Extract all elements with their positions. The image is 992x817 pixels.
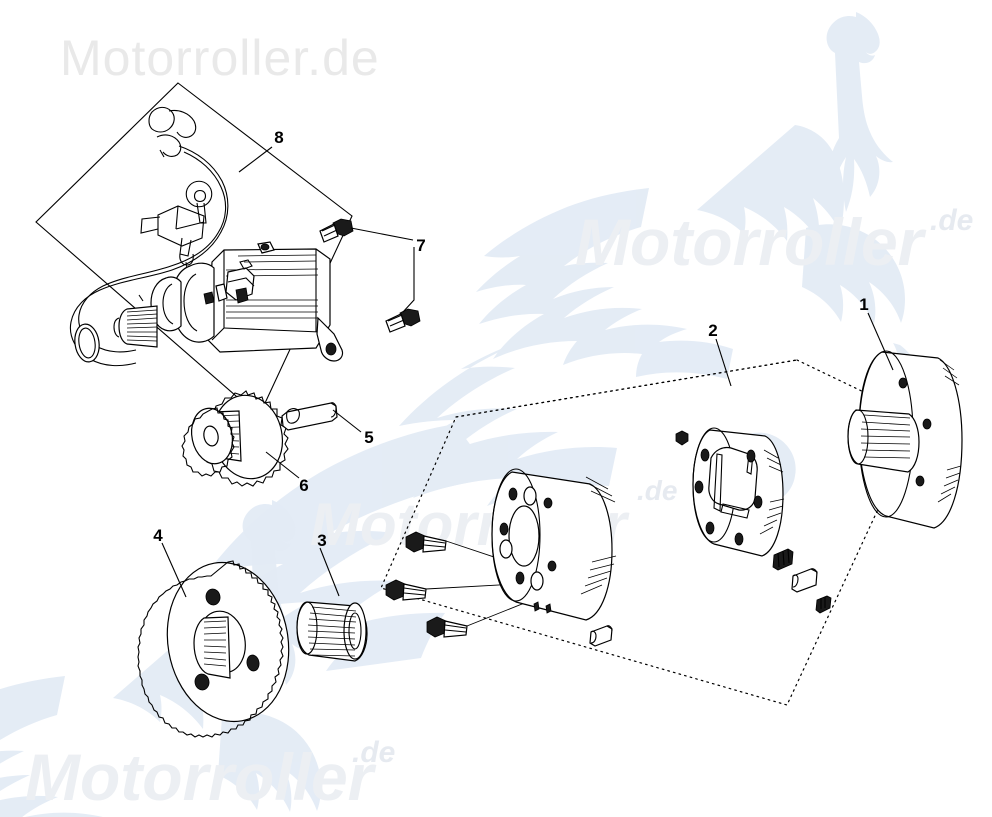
callout-3: 3	[317, 531, 326, 550]
watermark-top-left: Motorroller.de	[60, 30, 380, 86]
starter-clutch-group-frame	[380, 359, 921, 706]
idler-shaft-pin	[281, 402, 338, 431]
clutch-roller-2	[791, 568, 818, 593]
callout-1: 1	[859, 295, 868, 314]
svg-text:.de: .de	[352, 736, 395, 769]
callout-7: 7	[416, 236, 425, 255]
idler-double-gear	[181, 390, 289, 487]
svg-text:.de: .de	[930, 204, 973, 237]
callout-8: 8	[274, 128, 283, 147]
leader-lines	[161, 146, 894, 598]
starter-mount-bolt-upper	[319, 218, 354, 243]
clutch-roller-1	[772, 548, 794, 571]
starter-motor-body	[74, 241, 344, 363]
watermark-middle-right: Motorroller .de	[575, 204, 973, 279]
starter-mount-bolt-lower	[385, 308, 421, 333]
clutch-outer-drum	[491, 468, 617, 621]
needle-roller-bearing	[296, 601, 368, 662]
svg-text:.de: .de	[637, 475, 677, 506]
callout-4: 4	[153, 526, 163, 545]
starter-driven-gear	[137, 560, 290, 738]
flywheel-hub	[847, 350, 963, 529]
callout-numbers: 1 2 3 4 5 6 7 8	[153, 128, 868, 550]
svg-text:Motorroller: Motorroller	[25, 740, 377, 814]
svg-text:Motorroller: Motorroller	[575, 205, 927, 279]
scooter-watermark-top-right	[207, 12, 928, 671]
clutch-roller-4	[589, 625, 613, 647]
clutch-plate	[675, 427, 785, 557]
clutch-roller-3	[815, 595, 832, 614]
callout-5: 5	[364, 428, 373, 447]
callout-6: 6	[299, 476, 308, 495]
callout-2: 2	[708, 321, 717, 340]
watermark-bottom-left: Motorroller .de	[25, 736, 395, 814]
